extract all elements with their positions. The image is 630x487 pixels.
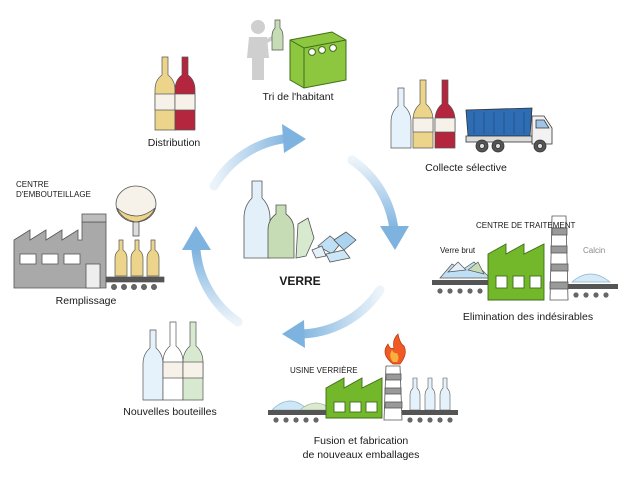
treatment-conveyor	[432, 280, 618, 298]
cycle-arrow-left	[182, 226, 243, 327]
person-holding-bottle	[247, 19, 284, 80]
filled-bottles-conveyor	[105, 239, 165, 290]
new-bottles	[142, 321, 204, 401]
flame-icon	[384, 333, 406, 365]
cycle-arrow-right	[347, 155, 409, 250]
glassworks-chimney	[383, 365, 403, 421]
cycle-arrow-top	[209, 124, 306, 191]
center-title: VERRE	[279, 274, 321, 288]
stage-label-distribution: Distribution	[147, 137, 201, 149]
raw-glass-pile	[439, 261, 491, 279]
green-recycling-bin	[289, 31, 347, 89]
treatment-chimney	[549, 215, 569, 301]
embouteillage-heading-line2: D'EMBOUTEILLAGE	[16, 190, 91, 199]
traitement-output-label: Calcin	[583, 246, 606, 255]
embouteillage-heading-line1: CENTRE	[16, 180, 49, 189]
filling-machine	[115, 185, 157, 237]
verrerie-heading: USINE VERRIÈRE	[290, 366, 358, 375]
raw-material-piles	[271, 400, 333, 411]
stage-label-tri: Tri de l'habitant	[262, 91, 334, 103]
stage-label-embouteillage: Remplissage	[55, 295, 117, 307]
glassworks-conveyor	[268, 410, 458, 423]
center-glass-illustration	[243, 180, 357, 263]
stage-label-nouvelles: Nouvelles bouteilles	[123, 406, 217, 418]
stage-label-verrerie-line2: de nouveaux emballages	[302, 449, 420, 461]
bottling-factory	[13, 213, 107, 289]
cycle-arrow-bottom	[282, 285, 385, 348]
collection-truck	[465, 107, 553, 153]
traitement-heading: CENTRE DE TRAITEMENT	[476, 221, 576, 230]
glassworks-factory	[325, 377, 383, 419]
collected-bottles	[390, 79, 456, 149]
stage-label-verrerie-line1: Fusion et fabrication	[313, 435, 409, 447]
stage-label-collecte: Collecte sélective	[425, 162, 507, 174]
distribution-wine-bottles	[154, 56, 196, 131]
new-bottles-on-line	[409, 377, 451, 411]
traitement-input-label: Verre brut	[440, 246, 476, 255]
stage-label-traitement: Elimination des indésirables	[462, 311, 594, 323]
cullet-pile	[571, 273, 611, 283]
treatment-factory	[487, 243, 545, 301]
